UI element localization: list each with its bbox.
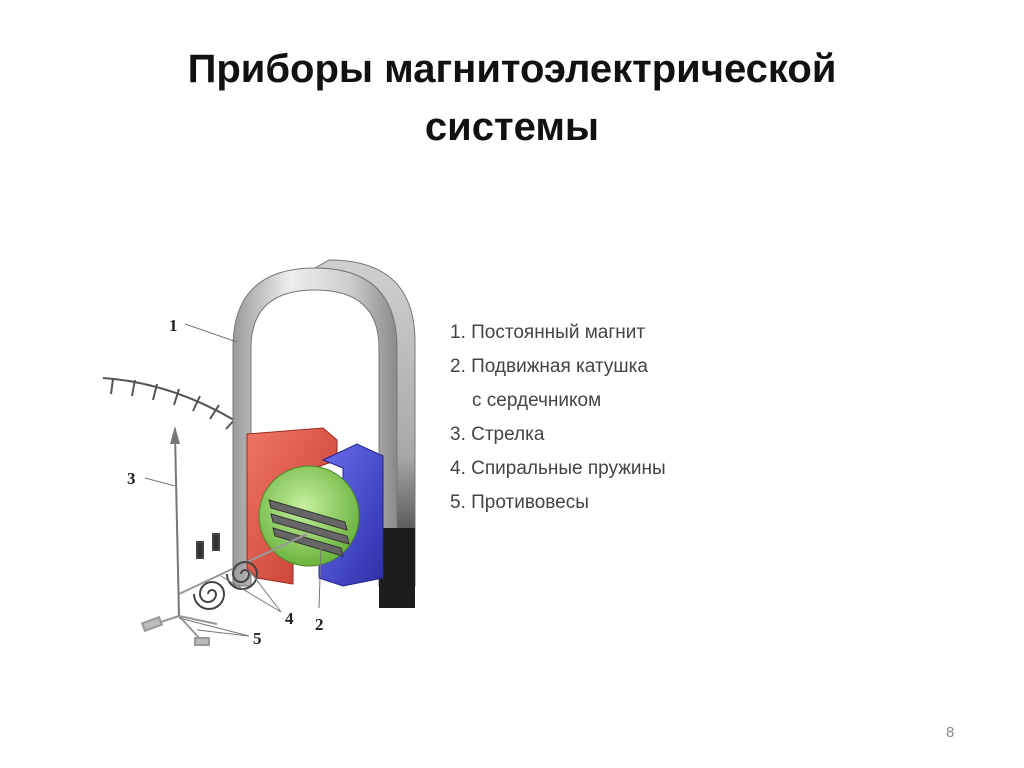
- title-line-2: системы: [424, 105, 600, 149]
- label-3: 3: [127, 469, 136, 488]
- legend-list: 1. Постоянный магнит 2. Подвижная катушк…: [450, 316, 666, 520]
- leader-lines: [144, 323, 322, 637]
- dial-scale: [102, 377, 248, 430]
- diagram-drawing: 1 2 3 4 5: [102, 259, 416, 648]
- pointer-arrow: [170, 426, 180, 617]
- label-1: 1: [169, 316, 178, 335]
- pointer-shaft: [178, 533, 308, 595]
- moving-coil-core: [258, 465, 360, 567]
- title-line-1: Приборы магнитоэлектрической: [187, 47, 837, 91]
- label-5: 5: [253, 629, 262, 648]
- legend-item: 5. Противовесы: [450, 492, 589, 513]
- instrument-diagram: 1 2 3 4 5 1. Постоянный магнит 2. Подвиж…: [97, 238, 808, 666]
- slide-title: Приборы магнитоэлектрической системы: [62, 40, 962, 156]
- legend-item: 2. Подвижная катушка: [450, 356, 648, 377]
- legend-item: 1. Постоянный магнит: [450, 322, 646, 343]
- label-2: 2: [315, 615, 324, 634]
- page-number: 8: [946, 724, 955, 741]
- legend-item: 3. Стрелка: [450, 424, 545, 445]
- legend-item: с сердечником: [472, 390, 602, 411]
- counterweights: [140, 615, 218, 646]
- legend-item: 4. Спиральные пружины: [450, 458, 666, 479]
- spiral-springs: [193, 533, 259, 610]
- label-4: 4: [285, 609, 294, 628]
